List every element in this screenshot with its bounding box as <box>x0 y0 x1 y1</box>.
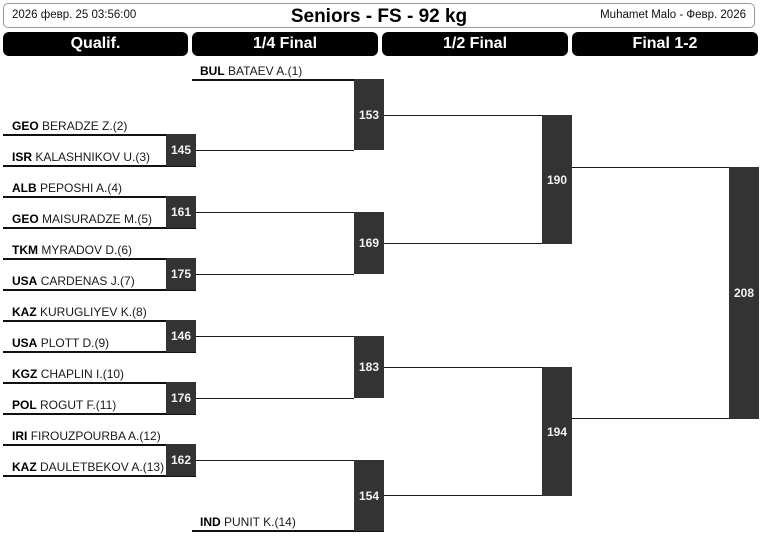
connector-q2-to-qf2 <box>196 212 354 213</box>
country-code: IRI <box>12 429 28 443</box>
rule-qualif-4 <box>3 227 196 229</box>
title-bar: 2026 февр. 25 03:56:00 Seniors - FS - 92… <box>3 3 755 28</box>
bout-quarter-153[interactable]: 153 <box>354 79 384 150</box>
bout-qualif-146[interactable]: 146 <box>166 320 196 352</box>
athlete-name: DAULETBEKOV A.(13) <box>40 460 165 474</box>
athlete-qualif-4[interactable]: GEO MAISURADZE M.(5) <box>12 213 152 226</box>
connector-sf2-to-final <box>572 418 731 419</box>
athlete-name: MYRADOV D.(6) <box>41 243 133 257</box>
athlete-name: ROGUT F.(11) <box>40 398 117 412</box>
country-code: IND <box>200 515 221 529</box>
athlete-name: FIROUZPOURBA A.(12) <box>30 429 161 443</box>
country-code: BUL <box>200 64 225 78</box>
bout-qualif-162[interactable]: 162 <box>166 444 196 476</box>
athlete-qualif-7[interactable]: KAZ KURUGLIYEV K.(8) <box>12 306 147 319</box>
country-code: GEO <box>12 212 39 226</box>
country-code: USA <box>12 274 38 288</box>
athlete-quarter-1[interactable]: BUL BATAEV A.(1) <box>200 65 302 78</box>
bout-semi-190[interactable]: 190 <box>542 115 572 244</box>
bout-quarter-183[interactable]: 183 <box>354 336 384 398</box>
connector-q3-to-qf2 <box>196 274 354 275</box>
rule-qualif-8 <box>3 351 196 353</box>
athlete-name: CHAPLIN I.(10) <box>40 367 125 381</box>
bout-quarter-169[interactable]: 169 <box>354 212 384 274</box>
connector-q5-to-qf3 <box>196 398 354 399</box>
connector-sf1-to-final <box>572 167 731 168</box>
round-header-quarter[interactable]: 1/4 Final <box>192 32 378 56</box>
bout-quarter-154[interactable]: 154 <box>354 460 384 531</box>
rule-qualif-9 <box>3 382 196 384</box>
athlete-name: PLOTT D.(9) <box>40 336 110 350</box>
athlete-name: CARDENAS J.(7) <box>40 274 135 288</box>
connector-q4-to-qf3 <box>196 336 354 337</box>
bout-qualif-161[interactable]: 161 <box>166 196 196 228</box>
athlete-name: PEPOSHI A.(4) <box>40 181 123 195</box>
athlete-name: BATAEV A.(1) <box>228 64 303 78</box>
rule-qualif-12 <box>3 475 196 477</box>
bout-qualif-176[interactable]: 176 <box>166 382 196 414</box>
country-code: POL <box>12 398 37 412</box>
connector-q1-to-qf1 <box>196 150 354 151</box>
timestamp-label: 2026 февр. 25 03:56:00 <box>12 9 137 21</box>
rule-qualif-10 <box>3 413 196 415</box>
athlete-qualif-2[interactable]: ISR KALASHNIKOV U.(3) <box>12 151 150 164</box>
country-code: ISR <box>12 150 33 164</box>
round-header-final[interactable]: Final 1-2 <box>572 32 758 56</box>
bout-semi-194[interactable]: 194 <box>542 367 572 496</box>
connector-qf1-to-sf1 <box>384 115 542 116</box>
athlete-qualif-10[interactable]: POL ROGUT F.(11) <box>12 399 116 412</box>
connector-q6-to-qf4 <box>196 460 354 461</box>
athlete-quarter-2[interactable]: IND PUNIT K.(14) <box>200 516 296 529</box>
athlete-name: BERADZE Z.(2) <box>42 119 128 133</box>
athlete-name: PUNIT K.(14) <box>224 515 296 529</box>
athlete-name: KURUGLIYEV K.(8) <box>40 305 147 319</box>
athlete-qualif-3[interactable]: ALB PEPOSHI A.(4) <box>12 182 122 195</box>
athlete-qualif-1[interactable]: GEO BERADZE Z.(2) <box>12 120 127 133</box>
author-label: Muhamet Malo - Февр. 2026 <box>600 9 746 21</box>
athlete-qualif-12[interactable]: KAZ DAULETBEKOV A.(13) <box>12 461 164 474</box>
athlete-qualif-5[interactable]: TKM MYRADOV D.(6) <box>12 244 132 257</box>
rule-qualif-3 <box>3 196 196 198</box>
country-code: KAZ <box>12 305 37 319</box>
rule-qualif-7 <box>3 320 196 322</box>
connector-qf4-to-sf2 <box>384 495 542 496</box>
rule-qualif-11 <box>3 444 196 446</box>
bout-qualif-145[interactable]: 145 <box>166 134 196 166</box>
country-code: GEO <box>12 119 39 133</box>
country-code: USA <box>12 336 38 350</box>
bout-qualif-175[interactable]: 175 <box>166 258 196 290</box>
athlete-name: MAISURADZE M.(5) <box>42 212 153 226</box>
athlete-qualif-6[interactable]: USA CARDENAS J.(7) <box>12 275 135 288</box>
country-code: KAZ <box>12 460 37 474</box>
rule-quarter-1 <box>192 79 384 81</box>
page-title: Seniors - FS - 92 kg <box>290 6 468 27</box>
athlete-qualif-9[interactable]: KGZ CHAPLIN I.(10) <box>12 368 124 381</box>
rule-qualif-6 <box>3 289 196 291</box>
rule-quarter-2 <box>192 530 384 532</box>
connector-qf2-to-sf1 <box>384 243 542 244</box>
country-code: KGZ <box>12 367 38 381</box>
athlete-qualif-11[interactable]: IRI FIROUZPOURBA A.(12) <box>12 430 161 443</box>
country-code: TKM <box>12 243 38 257</box>
bout-final-208[interactable]: 208 <box>729 167 759 419</box>
connector-qf3-to-sf2 <box>384 367 542 368</box>
rule-qualif-1 <box>3 134 196 136</box>
rule-qualif-2 <box>3 165 196 167</box>
round-header-qualif[interactable]: Qualif. <box>3 32 188 56</box>
athlete-name: KALASHNIKOV U.(3) <box>35 150 151 164</box>
rule-qualif-5 <box>3 258 196 260</box>
round-header-semi[interactable]: 1/2 Final <box>382 32 568 56</box>
country-code: ALB <box>12 181 37 195</box>
athlete-qualif-8[interactable]: USA PLOTT D.(9) <box>12 337 109 350</box>
